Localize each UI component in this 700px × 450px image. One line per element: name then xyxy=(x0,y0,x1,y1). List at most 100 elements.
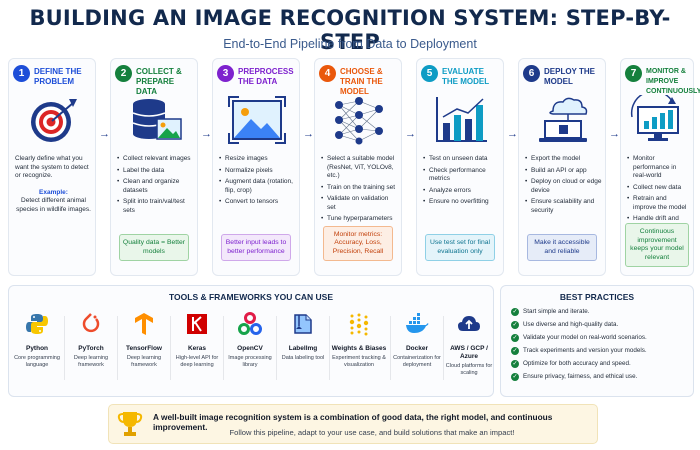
bullet-item: Test on unseen data xyxy=(423,155,500,164)
keras-icon xyxy=(187,314,207,334)
step-number: 7 xyxy=(625,65,642,82)
tool-cloud: AWS / GCP / Azure Cloud platforms for sc… xyxy=(445,308,493,392)
step-card-define-problem: 1 DEFINE THE PROBLEM Clearly define what… xyxy=(8,58,96,276)
tool-divider xyxy=(390,316,391,380)
tool-divider xyxy=(64,316,65,380)
bullet-item: Ensure no overfitting xyxy=(423,198,500,207)
best-practice-item: ✓Ensure privacy, fairness, and ethical u… xyxy=(511,373,638,381)
page-title: BUILDING AN IMAGE RECOGNITION SYSTEM: ST… xyxy=(29,6,671,54)
step-number: 3 xyxy=(217,65,234,82)
bullet-item: Deploy on cloud or edge device xyxy=(525,178,602,195)
bullet-item: Validate on validation set xyxy=(321,195,398,212)
tool-desc: Deep learning framework xyxy=(73,355,109,368)
step-number: 5 xyxy=(421,65,438,82)
footer-call-to-action: Follow this pipeline, adapt to your use … xyxy=(229,428,515,437)
bullet-item: Check performance metrics xyxy=(423,167,500,184)
tool-python: Python Core programming language xyxy=(13,308,61,392)
bullet-item: Split into train/val/test sets xyxy=(117,198,194,215)
bullet-item: Resize images xyxy=(219,155,296,164)
step-bullets: Select a suitable model (ResNet, ViT, YO… xyxy=(321,155,398,227)
step-title: DEFINE THE PROBLEM xyxy=(34,67,82,86)
step-bullets: Collect relevant images Label the data C… xyxy=(117,155,194,218)
footer-summary: A well-built image recognition system is… xyxy=(153,412,553,432)
best-practice-item: ✓Start simple and iterate. xyxy=(511,308,590,316)
step-card-monitor: 7 MONITOR & IMPROVE CONTINUOUSLY Monitor… xyxy=(620,58,700,276)
best-practice-item: ✓Optimize for both accuracy and speed. xyxy=(511,360,631,368)
best-practices-panel: BEST PRACTICES ✓Start simple and iterate… xyxy=(500,285,694,397)
tool-name: Python xyxy=(25,345,49,352)
step-title: DEPLOY THE MODEL xyxy=(544,67,595,86)
step-title: EVALUATE THE MODEL xyxy=(442,67,490,86)
pytorch-icon xyxy=(82,313,100,333)
step-number: 4 xyxy=(319,65,336,82)
tool-desc: Experiment tracking & visualization xyxy=(332,355,386,368)
step-title: COLLECT & PREPARE DATA xyxy=(136,67,182,96)
tool-keras: Keras High-level API for deep learning xyxy=(173,308,221,392)
tools-panel: TOOLS & FRAMEWORKS YOU CAN USE Python Co… xyxy=(8,285,494,397)
tool-name: AWS / GCP / Azure xyxy=(450,345,488,360)
bullet-item: Retrain and improve the model xyxy=(627,195,690,212)
step-bullets: Test on unseen data Check performance me… xyxy=(423,155,500,210)
bullet-item: Collect relevant images xyxy=(117,155,194,164)
step-number: 1 xyxy=(13,65,30,82)
opencv-icon xyxy=(238,312,262,335)
bullet-item: Collect new data xyxy=(627,184,690,193)
arrow-icon: → xyxy=(303,128,314,140)
check-icon: ✓ xyxy=(511,321,519,329)
tool-divider xyxy=(443,316,444,380)
tool-desc: High-level API for deep learning xyxy=(175,355,219,368)
tool-labelimg: LabelImg Data labeling tool xyxy=(279,308,327,392)
step-card-collect-data: 2 COLLECT & PREPARE DATA Collect relevan… xyxy=(110,58,198,276)
step-note: Make it accessible and reliable xyxy=(527,234,597,261)
best-practice-item: ✓Use diverse and high-quality data. xyxy=(511,321,619,329)
tool-desc: Cloud platforms for scaling xyxy=(445,363,493,376)
tool-name: Docker xyxy=(405,345,429,352)
arrow-icon: → xyxy=(201,128,212,140)
step-number: 2 xyxy=(115,65,132,82)
tool-pytorch: PyTorch Deep learning framework xyxy=(67,308,115,392)
check-icon: ✓ xyxy=(511,347,519,355)
bullet-item: Convert to tensors xyxy=(219,198,296,207)
bullet-item: Train on the training set xyxy=(321,184,398,193)
tool-desc: Image processing library xyxy=(228,355,272,368)
step-card-deploy: 6 DEPLOY THE MODEL Export the model Buil… xyxy=(518,58,606,276)
step-card-evaluate: 5 EVALUATE THE MODEL Test on unseen data… xyxy=(416,58,504,276)
bullet-item: Build an API or app xyxy=(525,167,602,176)
arrow-icon: → xyxy=(99,128,110,140)
step-title: CHOOSE & TRAIN THE MODEL xyxy=(340,67,383,96)
best-practices-title: BEST PRACTICES xyxy=(559,292,635,302)
step-title: PREPROCESS THE DATA xyxy=(238,67,294,86)
target-icon xyxy=(31,99,77,142)
tool-name: Keras xyxy=(187,345,207,352)
docker-icon xyxy=(406,313,429,333)
check-icon: ✓ xyxy=(511,360,519,368)
monitor-chart-icon xyxy=(630,95,679,141)
step-note: Quality data = Better models xyxy=(119,234,189,261)
tool-desc: Deep learning framework xyxy=(126,355,162,368)
arrow-icon: → xyxy=(405,128,416,140)
bullet-item: Ensure scalability and security xyxy=(525,198,602,215)
wandb-icon xyxy=(349,313,369,336)
tool-name: TensorFlow xyxy=(126,345,162,352)
bullet-item: Select a suitable model (ResNet, ViT, YO… xyxy=(321,155,398,181)
bullet-item: Analyze errors xyxy=(423,187,500,196)
labelimg-icon xyxy=(294,314,312,334)
tool-divider xyxy=(276,316,277,380)
tool-name: LabelImg xyxy=(288,345,318,352)
tool-name: Weights & Biases xyxy=(331,345,387,352)
best-practice-item: ✓Validate your model on real-world scena… xyxy=(511,334,647,342)
bullet-item: Tune hyperparameters xyxy=(321,215,398,224)
laptop-cloud-icon xyxy=(539,97,588,142)
pipeline-steps: 1 DEFINE THE PROBLEM Clearly define what… xyxy=(8,58,700,278)
tool-name: OpenCV xyxy=(237,345,263,352)
step-note: Better input leads to better performance xyxy=(221,234,291,261)
tool-name: PyTorch xyxy=(78,345,104,352)
bullet-item: Normalize pixels xyxy=(219,167,296,176)
check-icon: ✓ xyxy=(511,334,519,342)
step-note: Use test set for final evaluation only xyxy=(425,234,495,261)
bullet-item: Clean and organize datasets xyxy=(117,178,194,195)
arrow-icon: → xyxy=(609,128,620,140)
bullet-item: Label the data xyxy=(117,167,194,176)
step-title: MONITOR & IMPROVE CONTINUOUSLY xyxy=(646,68,700,95)
step-card-train-model: 4 CHOOSE & TRAIN THE MODEL Select a suit… xyxy=(314,58,402,276)
